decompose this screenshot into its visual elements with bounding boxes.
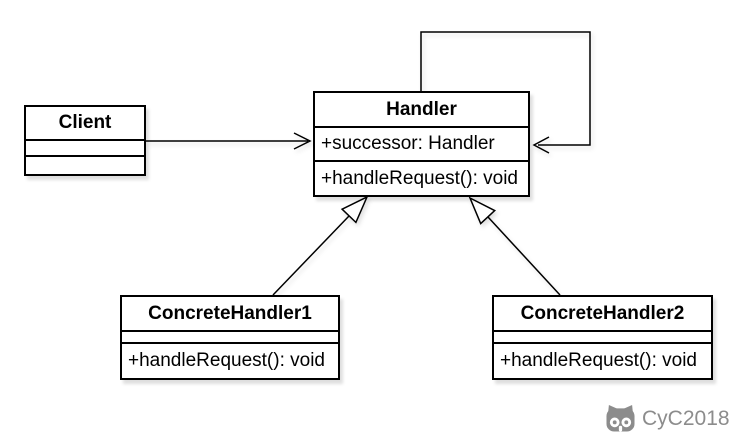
class-box-concretehandler1: ConcreteHandler1 +handleRequest(): void: [120, 295, 340, 380]
concretehandler1-method: +handleRequest(): void: [128, 350, 325, 371]
github-cat-icon: [606, 404, 635, 432]
concretehandler2-generalization-line: [487, 216, 561, 296]
client-attributes-compartment: [26, 141, 144, 157]
association-open-arrowhead-icon: [293, 132, 312, 150]
class-box-concretehandler2: ConcreteHandler2 +handleRequest(): void: [492, 295, 713, 380]
class-title-client: Client: [26, 107, 144, 141]
watermark-text: CyC2018: [642, 406, 730, 430]
concretehandler2-attributes-compartment: [494, 332, 711, 344]
client-methods-compartment: [26, 157, 144, 174]
class-box-client: Client: [24, 105, 146, 176]
class-title-concretehandler2: ConcreteHandler2: [494, 297, 711, 332]
class-box-handler: Handler +successor: Handler +handleReque…: [313, 91, 530, 197]
class-title-handler: Handler: [315, 93, 528, 128]
class-title-concretehandler1: ConcreteHandler1: [122, 297, 338, 332]
handler-method: +handleRequest(): void: [321, 167, 518, 189]
self-association-open-arrowhead-icon: [532, 136, 550, 154]
concretehandler1-generalization-line: [272, 215, 350, 296]
generalization-triangle-icon: [340, 195, 369, 224]
handler-self-association-line: [420, 31, 591, 146]
watermark: CyC2018: [605, 404, 730, 433]
concretehandler2-method: +handleRequest(): void: [500, 350, 697, 371]
generalization-triangle-icon: [468, 196, 496, 225]
concretehandler1-attributes-compartment: [122, 332, 338, 344]
handler-attribute: +successor: Handler: [315, 128, 528, 162]
